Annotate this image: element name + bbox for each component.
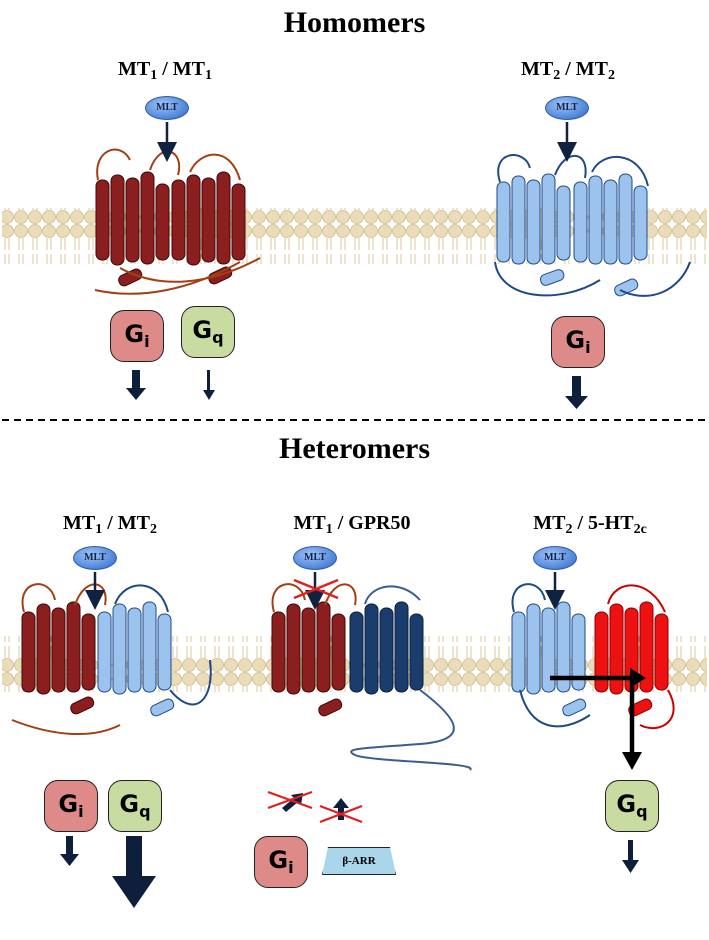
receptor-mt1-right: [171, 171, 246, 285]
receptor-mt1-hetero: [21, 601, 96, 715]
loops-mt2-5ht2c: [511, 583, 675, 730]
label-mt1-mt1: MT1 / MT1: [118, 58, 212, 83]
loops-mt2-homomer: [494, 154, 691, 297]
loops-mt1-mt2: [11, 583, 212, 735]
mlt-ligand-mt2-mt2: MLT: [545, 96, 589, 120]
label-mt2-mt2: MT2 / MT2: [521, 58, 615, 83]
label-mt2-5ht2c: MT2 / 5-HT2c: [533, 512, 647, 537]
mlt-ligand-mt2-5ht2c: MLT: [533, 546, 577, 570]
transactivation-head-right: [630, 668, 646, 688]
homomers-title: Homomers: [283, 6, 426, 39]
gi-protein-mt2-mt2: Gi: [551, 316, 605, 368]
mlt-ligand-mt1-gpr50: MLT: [293, 546, 337, 570]
gi-protein-mt1-mt2: Gi: [44, 780, 98, 832]
receptor-mt2-5ht2c-mt2: [511, 601, 587, 717]
receptor-mt2-left: [496, 173, 571, 286]
gi-protein-mt1-gpr50: Gi: [254, 836, 308, 888]
transactivation-head-down: [622, 752, 642, 770]
heteromers-title: Heteromers: [278, 432, 431, 465]
transactivation-arrows: [550, 675, 635, 754]
receptor-mt2-hetero: [97, 601, 175, 717]
mlt-ligand-mt1-mt2: MLT: [73, 546, 117, 570]
blocked-signal-arrows: [267, 790, 363, 824]
gq-protein-mt1-mt1: Gq: [181, 306, 235, 358]
receptor-gpr50: [349, 601, 424, 695]
gq-protein-mt2-5ht2c: Gq: [605, 780, 659, 832]
gi-protein-mt1-mt1: Gi: [110, 310, 164, 362]
gq-protein-mt1-mt2: Gq: [108, 780, 162, 832]
receptor-mt1-gpr50-mt1: [271, 601, 346, 717]
ligand-arrows: [85, 122, 577, 610]
blocked-ligand-cross: [293, 578, 339, 600]
receptor-mt1-left: [95, 171, 170, 287]
receptor-mt2-right: [573, 173, 648, 297]
signal-arrows-heteromers: [60, 836, 639, 908]
label-mt1-gpr50: MT1 / GPR50: [293, 512, 411, 537]
mlt-ligand-mt1-mt1: MLT: [145, 96, 189, 120]
beta-arrestin: β-ARR: [322, 847, 396, 875]
label-mt1-mt2: MT1 / MT2: [63, 512, 157, 537]
signal-arrows-homomers: [126, 370, 588, 409]
